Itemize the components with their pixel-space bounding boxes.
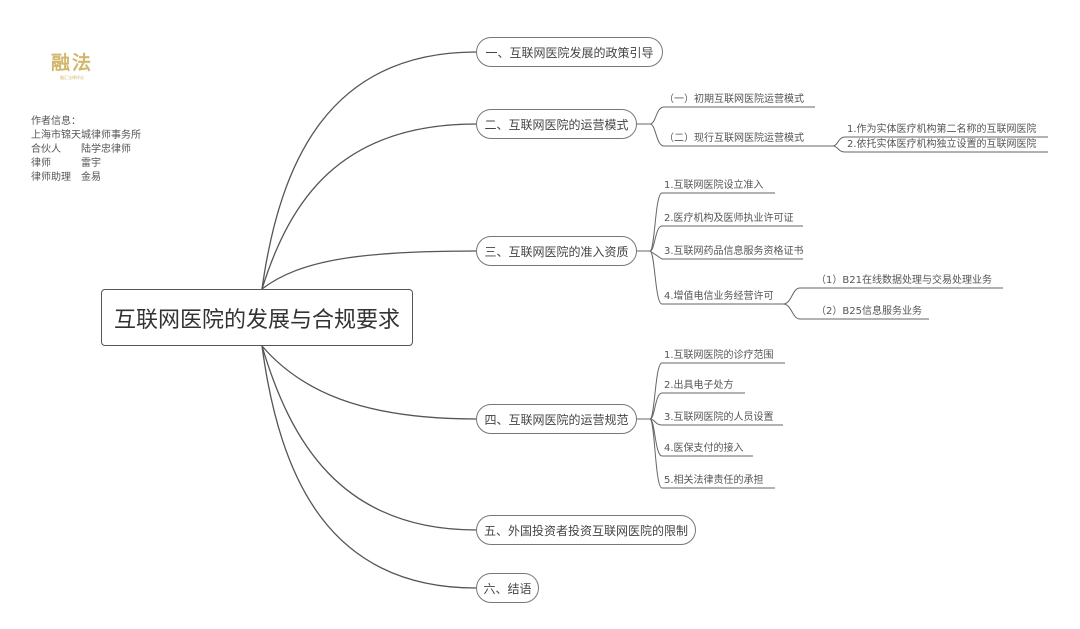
connector-b3-c4	[649, 250, 783, 305]
topic-independent-hospital[interactable]: 2.依托实体医疗机构独立设置的互联网医院	[847, 139, 1037, 150]
connector-b2-gc	[832, 136, 1048, 153]
connector-root-b6	[261, 345, 477, 589]
topic-legal-liability[interactable]: 5.相关法律责任的承担	[664, 475, 764, 486]
connector-b2-c1	[637, 106, 815, 125]
connector-b3-c2	[649, 225, 803, 252]
topic-early-mode[interactable]: （一）初期互联网医院运营模式	[664, 94, 804, 105]
author-heading: 作者信息：	[31, 116, 81, 127]
author-info: 作者信息： 上海市锦天城律师事务所 合伙人 陆学忠律师 律师 雷宇 律师助理 金…	[31, 115, 141, 185]
connector-b3-c3	[649, 250, 803, 260]
branch-foreign-investment[interactable]: 五、外国投资者投资互联网医院的限制	[476, 515, 696, 545]
author-lawyer: 律师 雷宇	[31, 158, 101, 169]
topic-insurance-payment[interactable]: 4.医保支付的接入	[664, 443, 744, 454]
topic-practice-license[interactable]: 2.医疗机构及医师执业许可证	[664, 213, 794, 224]
topic-telecom-license[interactable]: 4.增值电信业务经营许可	[664, 291, 774, 302]
topic-b21[interactable]: （1）B21在线数据处理与交易处理业务	[816, 275, 992, 286]
topic-b25[interactable]: （2）B25信息服务业务	[816, 306, 922, 317]
connector-b4-c5	[649, 418, 775, 489]
topic-treatment-scope[interactable]: 1.互联网医院的诊疗范围	[664, 350, 774, 361]
connector-root-b2	[261, 123, 477, 290]
author-firm: 上海市锦天城律师事务所	[31, 130, 141, 141]
branch-operation-mode[interactable]: 二、互联网医院的运营模式	[476, 109, 637, 139]
branch-conclusion[interactable]: 六、结语	[476, 573, 539, 603]
connector-root-b3	[261, 250, 477, 290]
topic-establishment-access[interactable]: 1.互联网医院设立准入	[664, 180, 764, 191]
branch-policy[interactable]: 一、互联网医院发展的政策引导	[476, 37, 663, 67]
connector-root-b4	[261, 345, 477, 420]
topic-current-mode[interactable]: （二）现行互联网医院运营模式	[664, 133, 804, 144]
branch-operation-norms[interactable]: 四、互联网医院的运营规范	[476, 404, 637, 434]
logo-text: 融法	[50, 52, 93, 74]
author-partner: 合伙人 陆学忠律师	[31, 144, 131, 155]
brand-logo: 融法 融汇法律评论	[44, 48, 100, 80]
connector-b3-gc	[782, 287, 1003, 320]
topic-second-name-hospital[interactable]: 1.作为实体医疗机构第二名称的互联网医院	[847, 124, 1037, 135]
connector-b4-c2	[649, 392, 745, 420]
connector-b4-c3	[649, 418, 783, 426]
logo-subtext: 融汇法律评论	[60, 75, 84, 80]
connector-root-b1	[261, 51, 477, 290]
root-topic[interactable]: 互联网医院的发展与合规要求	[101, 289, 413, 346]
topic-drug-info-certificate[interactable]: 3.互联网药品信息服务资格证书	[664, 246, 804, 257]
connector-root-b5	[261, 345, 477, 531]
connector-b2-c2	[637, 123, 833, 147]
author-assistant: 律师助理 金易	[31, 172, 101, 183]
topic-staffing[interactable]: 3.互联网医院的人员设置	[664, 412, 774, 423]
topic-e-prescription[interactable]: 2.出具电子处方	[664, 380, 734, 391]
branch-qualification[interactable]: 三、互联网医院的准入资质	[476, 236, 637, 266]
